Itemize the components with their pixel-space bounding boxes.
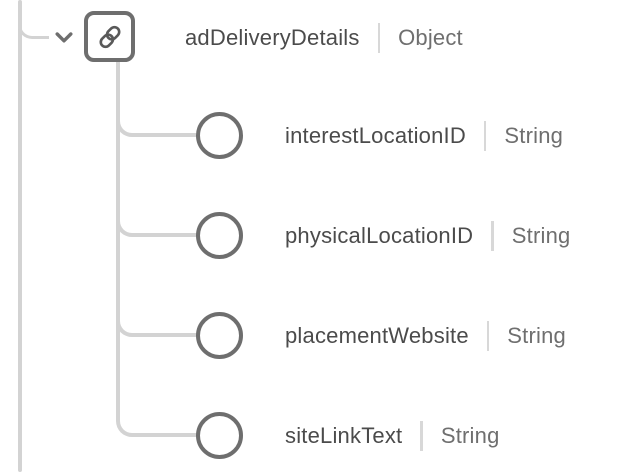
field-type-label: String: [440, 423, 500, 448]
child-branch-connector: [116, 117, 197, 137]
field-type-label: String: [504, 123, 564, 148]
field-name-label[interactable]: physicalLocationID: [285, 223, 474, 248]
field-name-label[interactable]: adDeliveryDetails: [185, 25, 360, 50]
field-node-label-row: siteLinkText String: [285, 421, 500, 451]
child-branch-connector: [116, 417, 197, 437]
chevron-down-icon[interactable]: [55, 31, 73, 44]
object-node-button[interactable]: [84, 11, 135, 62]
child-branch-connector: [116, 217, 197, 237]
field-type-label: Object: [398, 25, 463, 50]
field-name-label[interactable]: interestLocationID: [285, 123, 466, 148]
field-type-label: String: [507, 323, 566, 348]
link-icon: [95, 22, 125, 52]
field-node-label-row: placementWebsite String: [285, 321, 566, 351]
label-divider: [420, 421, 423, 451]
label-divider: [486, 321, 490, 351]
field-type-label: String: [511, 223, 571, 248]
child-branch-connector: [116, 317, 197, 337]
tree-trunk-line: [18, 0, 22, 472]
field-name-label[interactable]: placementWebsite: [285, 323, 469, 348]
field-circle-icon[interactable]: [196, 112, 243, 159]
field-circle-icon[interactable]: [196, 312, 243, 359]
label-divider: [483, 121, 487, 151]
field-name-label[interactable]: siteLinkText: [285, 423, 403, 448]
label-divider: [491, 221, 494, 251]
field-circle-icon[interactable]: [196, 412, 243, 459]
root-branch-connector: [18, 13, 49, 39]
field-circle-icon[interactable]: [196, 212, 243, 259]
field-node-label-row: physicalLocationID String: [285, 221, 570, 251]
label-divider: [377, 23, 381, 53]
field-node-label-row: interestLocationID String: [285, 121, 563, 151]
root-node-label-row: adDeliveryDetails Object: [185, 23, 463, 53]
children-trunk-line: [116, 60, 120, 420]
